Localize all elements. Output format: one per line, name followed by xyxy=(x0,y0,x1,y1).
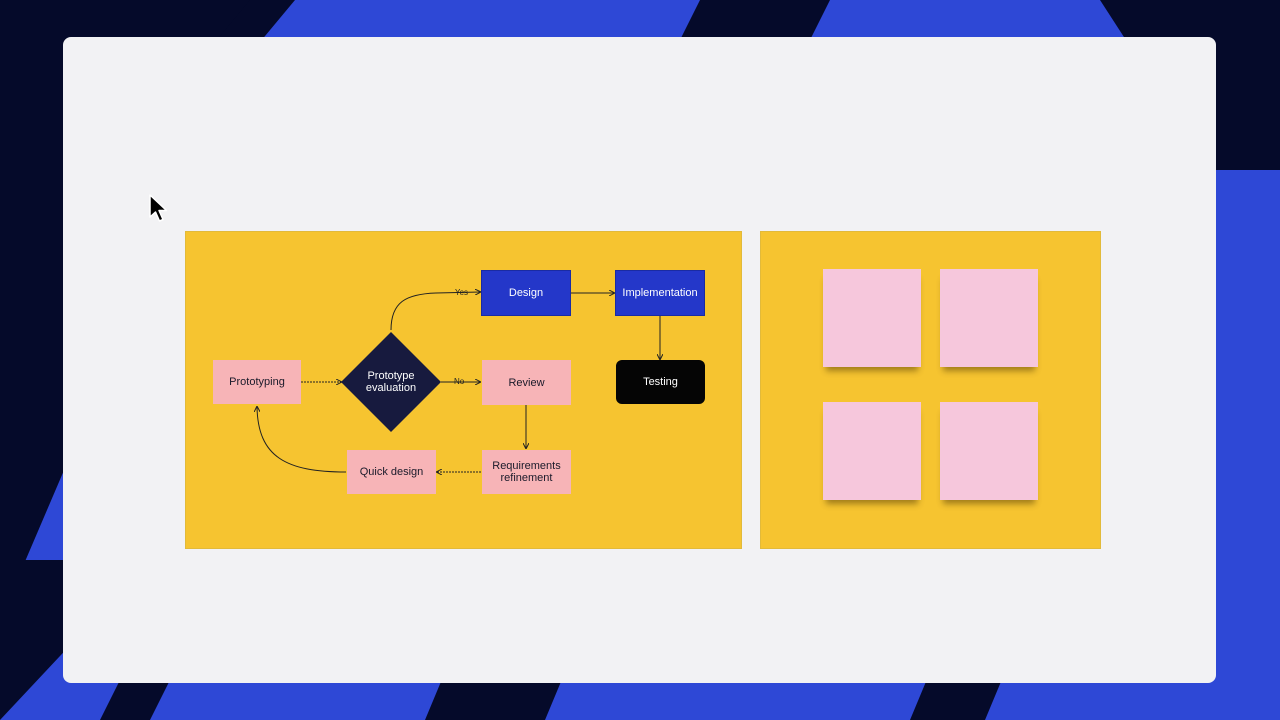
node-testing-label: Testing xyxy=(643,376,678,388)
arrow-pointer-icon xyxy=(149,194,168,222)
node-review[interactable]: Review xyxy=(482,360,571,405)
node-prototyping[interactable]: Prototyping xyxy=(213,360,301,404)
edge-quickdesign-prototyping xyxy=(257,407,347,473)
node-requirements-label-line2: refinement xyxy=(500,472,553,484)
sticky-note[interactable] xyxy=(823,402,921,500)
node-implementation[interactable]: Implementation xyxy=(615,270,705,316)
node-implementation-label: Implementation xyxy=(622,287,698,299)
node-design-label: Design xyxy=(508,287,544,299)
node-testing[interactable]: Testing xyxy=(616,360,705,404)
node-design[interactable]: Design xyxy=(481,270,571,316)
flowchart-board[interactable]: Prototyping Prototype evaluation Design … xyxy=(186,232,741,548)
flowchart-connectors xyxy=(186,232,741,548)
node-quick-design-label: Quick design xyxy=(359,466,424,478)
whiteboard-canvas[interactable]: Prototyping Prototype evaluation Design … xyxy=(63,37,1216,683)
node-quick-design[interactable]: Quick design xyxy=(347,450,436,494)
edge-label-yes: Yes xyxy=(455,288,469,297)
node-prototype-evaluation[interactable]: Prototype evaluation xyxy=(356,364,426,400)
sticky-note[interactable] xyxy=(823,269,921,367)
decision-diamond xyxy=(341,332,441,432)
node-evaluation-label-line2: evaluation xyxy=(365,382,417,394)
node-requirements-refinement[interactable]: Requirements refinement xyxy=(482,450,571,494)
node-review-label: Review xyxy=(508,376,545,389)
edge-label-no: No xyxy=(454,377,465,386)
node-evaluation-label-line1: Prototype xyxy=(367,370,415,382)
node-prototyping-label: Prototyping xyxy=(229,376,285,388)
edge-evaluation-design xyxy=(390,292,480,331)
sticky-note[interactable] xyxy=(940,269,1038,367)
sticky-note[interactable] xyxy=(940,402,1038,500)
node-requirements-label-line1: Requirements xyxy=(492,460,561,472)
sticky-notes-board[interactable] xyxy=(761,232,1100,548)
